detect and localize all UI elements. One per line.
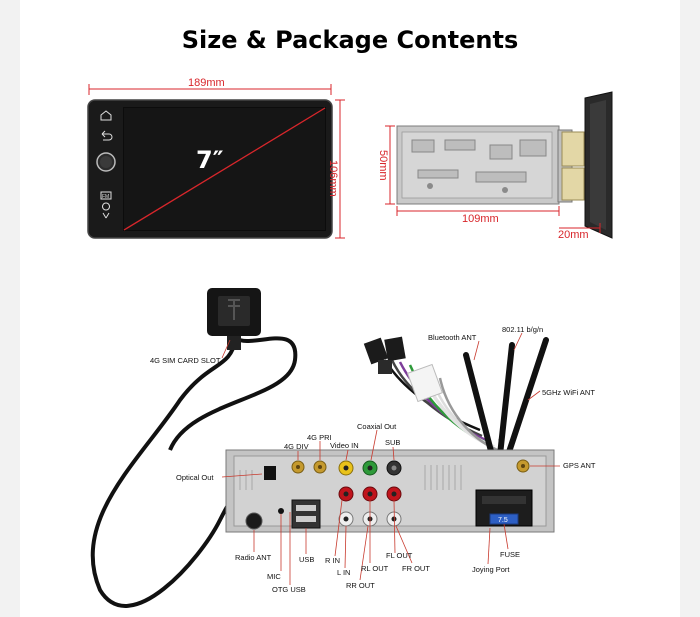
chassis-height-dimension: 50mm	[377, 150, 389, 181]
label-r-in: R IN	[325, 556, 340, 565]
harness-connectors	[363, 336, 443, 403]
label-optical-out: Optical Out	[176, 473, 214, 482]
radio-icon: FM	[100, 191, 112, 200]
label-bluetooth-ant: Bluetooth ANT	[428, 333, 477, 342]
back-icon	[101, 130, 113, 141]
optical-out-port	[264, 466, 276, 480]
label-fl-out: FL OUT	[386, 551, 413, 560]
head-unit-front: FM	[87, 99, 333, 239]
label-fr-out: FR OUT	[402, 564, 430, 573]
usb-ports	[291, 499, 321, 529]
label-otg-usb: OTG USB	[272, 585, 306, 594]
chassis-height-dimension-line	[385, 125, 395, 205]
leader-lines	[221, 332, 560, 585]
label-wifi-bgn: 802.11 b/g/n	[502, 325, 544, 334]
label-joying-port: Joying Port	[472, 565, 510, 574]
height-dimension: 106mm	[327, 160, 339, 197]
face-depth-dimension: 20mm	[558, 229, 589, 241]
face-depth-dimension-line	[559, 223, 601, 233]
label-video-in: Video IN	[330, 441, 359, 450]
label-wifi-5g: 5GHz WiFi ANT	[542, 388, 595, 397]
label-rr-out: RR OUT	[346, 581, 375, 590]
label-mic: MIC	[267, 572, 281, 581]
label-4g-pri: 4G PRI	[307, 433, 332, 442]
svg-text:FM: FM	[102, 194, 109, 200]
label-l-in: L IN	[337, 568, 351, 577]
radio-ant-port	[245, 512, 263, 530]
page-title: Size & Package Contents	[181, 26, 519, 54]
mic-port	[278, 508, 284, 514]
head-unit-side	[396, 91, 613, 239]
depth-dimension: 109mm	[462, 213, 499, 225]
label-fuse: FUSE	[500, 550, 521, 559]
label-coaxial-out: Coaxial Out	[357, 422, 397, 431]
label-gps-ant: GPS ANT	[563, 461, 596, 470]
rear-panel: 7.5	[225, 449, 555, 533]
label-radio-ant: Radio ANT	[235, 553, 272, 562]
fuse-value: 7.5	[498, 517, 508, 524]
height-dimension-line	[335, 99, 345, 239]
label-4g-div: 4G DIV	[284, 442, 309, 451]
label-usb: USB	[299, 555, 315, 564]
label-sub: SUB	[385, 438, 401, 447]
width-dimension: 189mm	[188, 77, 225, 89]
screen-size: 7″	[196, 146, 224, 174]
home-icon	[100, 110, 112, 121]
navigation-icon	[102, 202, 110, 219]
label-rl-out: RL OUT	[361, 564, 389, 573]
depth-dimension-line	[396, 206, 560, 216]
wire-harness	[383, 359, 503, 454]
label-sim-slot: 4G SIM CARD SLOT	[150, 356, 221, 365]
width-dimension-line	[88, 84, 332, 95]
